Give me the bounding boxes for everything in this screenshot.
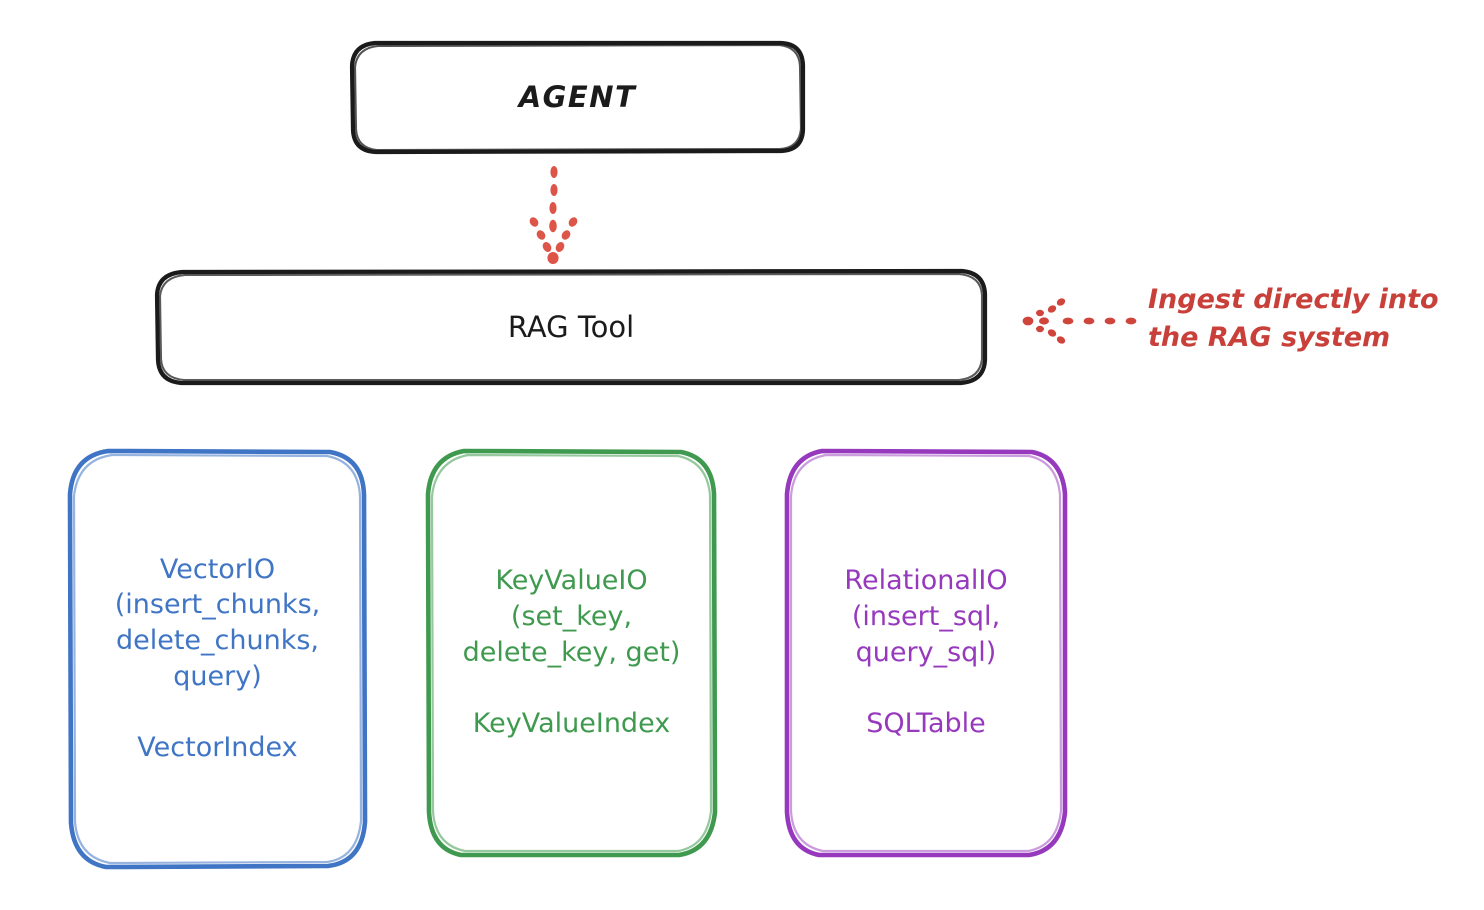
rag-tool-box[interactable] [154, 268, 988, 386]
agent-box[interactable] [349, 40, 806, 155]
agent-to-rag-connector [529, 166, 578, 264]
vector-io-box[interactable] [67, 448, 368, 870]
relational-io-box[interactable] [784, 448, 1068, 858]
key-value-io-box[interactable] [425, 448, 718, 858]
ingest-connector [1022, 298, 1137, 344]
